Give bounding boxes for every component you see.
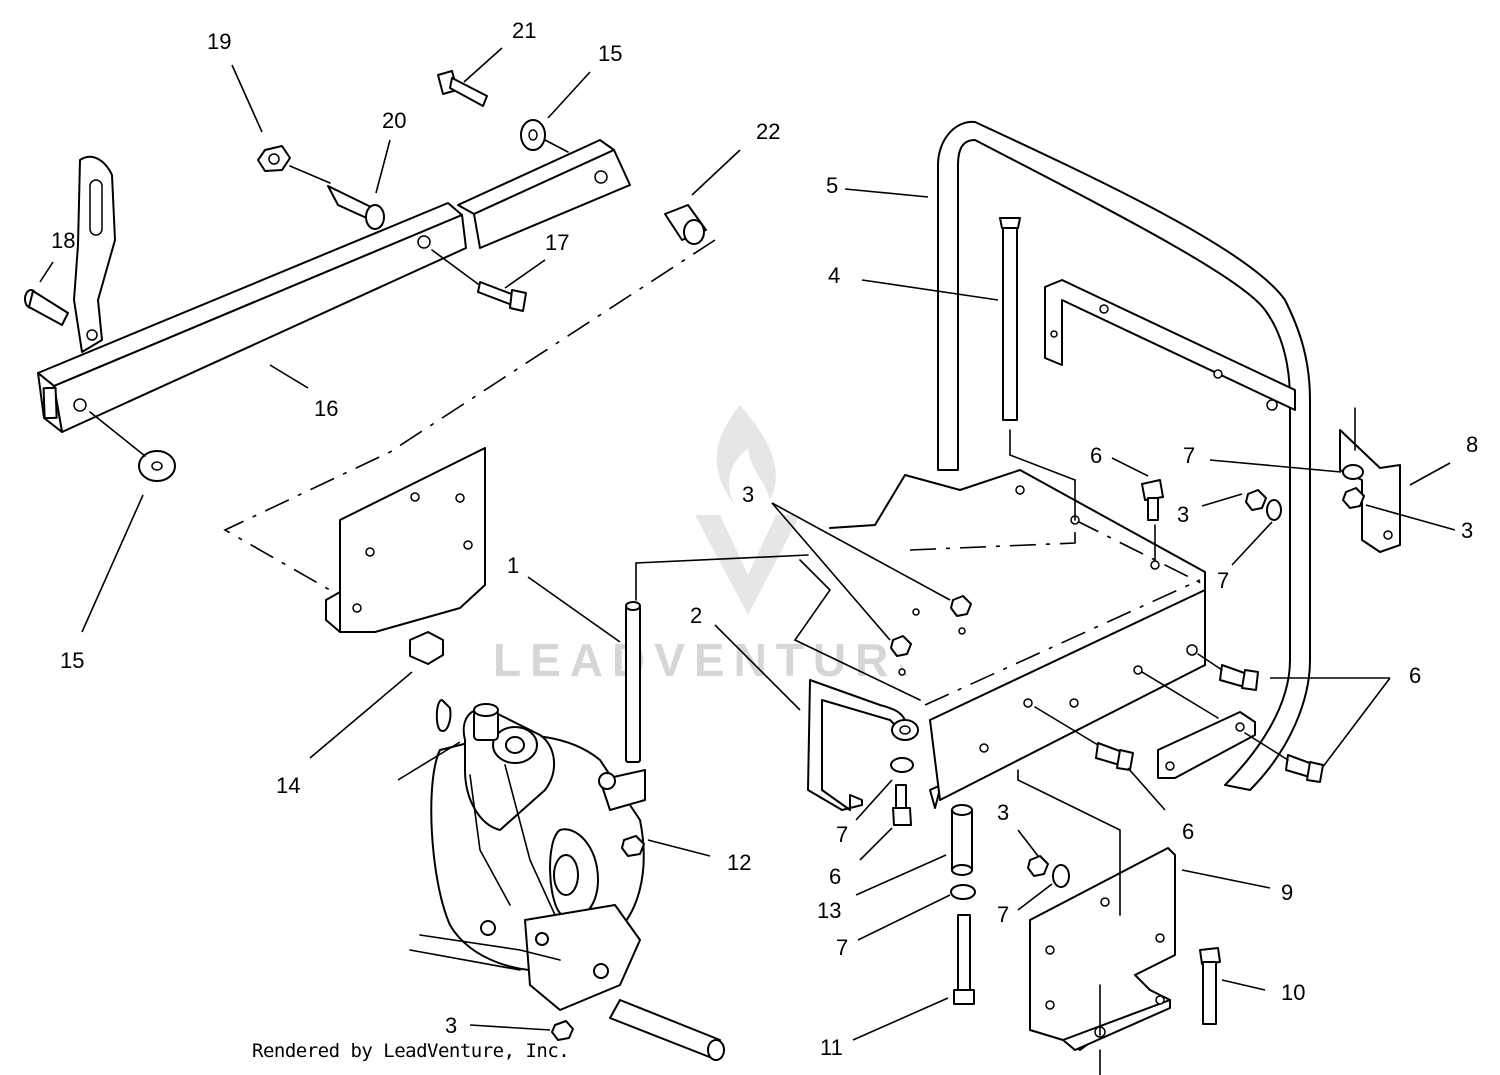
- callout-6-left: 6: [829, 864, 841, 889]
- callout-3-right: 3: [1461, 518, 1473, 543]
- rod-2: [807, 679, 919, 811]
- frame-plate: [793, 469, 1206, 809]
- washer-7-left: [890, 757, 914, 773]
- callout-3-center: 3: [742, 482, 754, 507]
- callout-4: 4: [828, 263, 840, 288]
- bolt-10: [1199, 947, 1221, 1025]
- long-bolt-4: [999, 217, 1021, 421]
- callout-7-mid: 7: [1217, 568, 1229, 593]
- rear-hoop: [937, 120, 1311, 791]
- callout-20: 20: [382, 108, 406, 133]
- nut-12: [621, 835, 645, 857]
- callout-7-left: 7: [836, 822, 848, 847]
- bolt-11: [953, 914, 975, 1005]
- spacer-22: [664, 204, 707, 245]
- callout-3-mid: 3: [1177, 502, 1189, 527]
- bolt-6-left: [892, 784, 912, 826]
- callout-1: 1: [507, 553, 519, 578]
- bolt-6-side: [1219, 664, 1259, 691]
- washer-15-upper: [520, 119, 546, 151]
- bolt-6-upper: [1141, 479, 1164, 521]
- bolt-6-lower-right: [1285, 754, 1324, 783]
- spacer-20: [327, 185, 385, 230]
- mounting-plate-left: [325, 447, 486, 633]
- strap-bracket: [1157, 711, 1256, 779]
- bolt-17: [477, 281, 527, 312]
- callout-6-right: 6: [1409, 663, 1421, 688]
- spacer-13: [951, 804, 973, 876]
- callout-17: 17: [545, 230, 569, 255]
- transaxle: [409, 699, 725, 1061]
- nut-3-center: [890, 635, 912, 676]
- callout-12: 12: [727, 850, 751, 875]
- callout-19: 19: [207, 29, 231, 54]
- callout-5: 5: [826, 173, 838, 198]
- render-credit: Rendered by LeadVenture, Inc.: [252, 1040, 570, 1062]
- nut-3-bottom: [551, 1020, 574, 1041]
- washer-7-bottom: [950, 884, 976, 900]
- callout-11: 11: [820, 1035, 843, 1060]
- watermark-text: LEADVENTURE: [493, 634, 937, 686]
- washer-7-right: [1342, 464, 1364, 480]
- callout-18: 18: [51, 228, 75, 253]
- callout-14: 14: [276, 773, 300, 798]
- callout-7-lower: 7: [997, 902, 1009, 927]
- leader-lines: [39, 47, 1456, 1041]
- callout-8: 8: [1466, 432, 1478, 457]
- nut-14: [409, 631, 444, 665]
- callout-22: 22: [756, 119, 780, 144]
- bolt-6-center: [1095, 742, 1134, 771]
- rear-bracket: [1044, 279, 1296, 411]
- callout-6-lower: 6: [1182, 819, 1194, 844]
- callout-3-bottom: 3: [445, 1013, 457, 1038]
- callout-15-upper: 15: [598, 41, 622, 66]
- nut-19: [257, 145, 291, 172]
- callout-9: 9: [1281, 880, 1293, 905]
- nut-3-mid: [1245, 489, 1267, 511]
- washer-15-lower: [138, 450, 176, 482]
- callout-2: 2: [690, 603, 702, 628]
- control-lever: [73, 155, 116, 353]
- drag-link-extension: [457, 139, 631, 249]
- washer-7-lower: [1052, 864, 1070, 888]
- nut-3-center-top: [950, 595, 972, 635]
- callout-6-upper: 6: [1090, 443, 1102, 468]
- callout-16: 16: [314, 396, 338, 421]
- bolt-21: [437, 70, 488, 107]
- mounting-plate-9: [1029, 847, 1176, 1051]
- nut-3-right: [1342, 487, 1365, 509]
- callout-7-bottom: 7: [836, 935, 848, 960]
- watermark-flame-icon: [716, 405, 776, 505]
- callouts: 19 21 15 20 22 18 17 16 15 5 4 6 7 8 3 3…: [51, 18, 1478, 1060]
- nut-3-lower: [1027, 855, 1049, 877]
- callout-7-upper: 7: [1183, 443, 1195, 468]
- callout-10: 10: [1281, 980, 1305, 1005]
- drag-link-bar: [37, 202, 467, 433]
- clevis-pin: [24, 289, 69, 326]
- callout-13: 13: [817, 898, 841, 923]
- watermark: LEADVENTURE: [493, 405, 937, 686]
- watermark-v-icon: [695, 515, 800, 615]
- callout-15-lower: 15: [60, 648, 84, 673]
- callout-21: 21: [512, 18, 536, 43]
- washer-7-mid: [1266, 499, 1282, 521]
- rod-1: [625, 601, 641, 763]
- callout-3-lower: 3: [997, 800, 1009, 825]
